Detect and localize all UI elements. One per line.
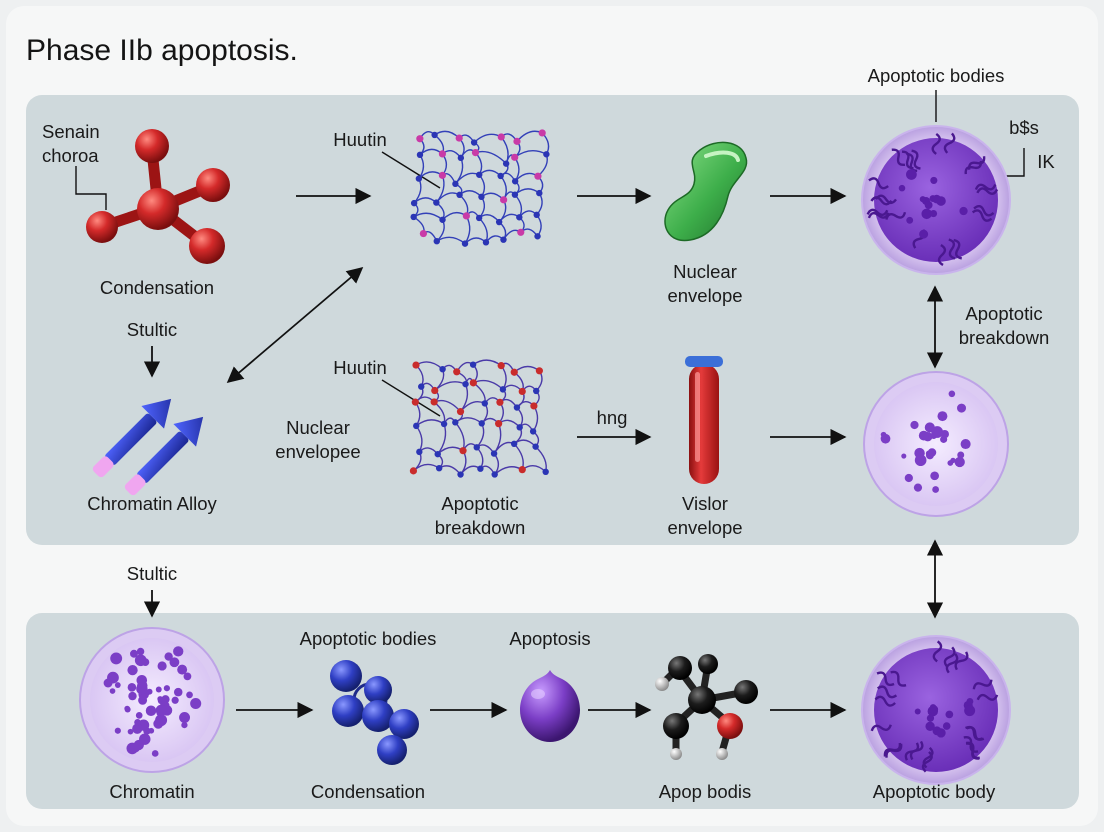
label-apoptotic-bodies-bottom: Apoptotic bodies: [299, 628, 437, 649]
label-stultic-top: Stultic: [126, 319, 178, 340]
label-apoptosis: Apoptosis: [509, 628, 591, 649]
label-nuclear-envelopee: Nuclear envelopee: [275, 417, 361, 462]
purple-apoptotic-cell-icon: [861, 125, 1011, 275]
leader-lines: [75, 90, 1025, 417]
label-condensation-bottom: Condensation: [310, 781, 426, 802]
label-ik: IK: [1037, 151, 1055, 172]
label-chromatin: Chromatin: [109, 781, 195, 802]
label-apop-bodis: Apop bodis: [658, 781, 752, 802]
black-molecule-icon: [655, 654, 758, 760]
page-title: Phase IIb apoptosis.: [26, 34, 298, 67]
label-senain-choroa: Senain choroa: [42, 121, 100, 166]
blue-arrows-icon: [92, 398, 204, 496]
label-bss: b$s: [1009, 117, 1039, 138]
label-huutin-top: Huutin: [333, 129, 387, 150]
purple-dotted-cell-icon: [79, 627, 225, 773]
green-nuclear-envelope-icon: [664, 141, 748, 242]
purple-apoptotic-cell-icon: [861, 635, 1011, 785]
red-molecule-icon: [86, 129, 230, 264]
label-hng: hng: [596, 407, 628, 428]
label-apoptotic-bodies-top: Apoptotic bodies: [867, 65, 1005, 86]
label-vislor-envelope: Vislor envelope: [667, 493, 743, 538]
label-apoptotic-body: Apoptotic body: [872, 781, 996, 802]
purple-dotted-cell-icon: [863, 371, 1009, 517]
label-stultic-bottom: Stultic: [126, 563, 178, 584]
purple-droplet-icon: [520, 670, 580, 742]
label-chromatin-alloy: Chromatin Alloy: [87, 493, 217, 514]
label-nuclear-envelope: Nuclear envelope: [667, 261, 743, 306]
blue-sphere-cluster-icon: [330, 660, 419, 765]
label-condensation-top: Condensation: [99, 277, 215, 298]
label-apoptotic-breakdown-right: Apoptotic breakdown: [958, 303, 1050, 348]
label-apoptotic-breakdown-mid: Apoptotic breakdown: [434, 493, 526, 538]
flow-arrows: [143, 187, 944, 719]
red-blue-network-icon: [409, 359, 549, 478]
label-huutin-mid: Huutin: [333, 357, 387, 378]
blue-pink-network-icon: [410, 129, 550, 247]
red-test-tube-icon: [685, 356, 723, 484]
